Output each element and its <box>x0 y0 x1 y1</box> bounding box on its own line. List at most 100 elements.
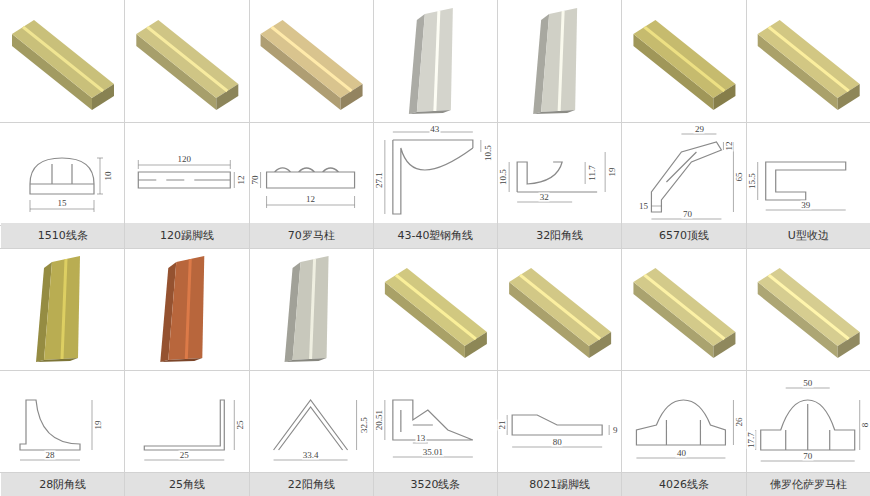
cross-section <box>144 400 234 460</box>
photo-ridge <box>769 27 849 91</box>
photo-face <box>633 268 735 346</box>
photo-face <box>12 20 114 98</box>
photo-face <box>216 84 238 110</box>
product-photo <box>261 20 363 110</box>
photo-face <box>385 268 487 346</box>
photo-face <box>713 84 735 110</box>
photo-face <box>44 256 80 360</box>
product-photo <box>409 8 453 114</box>
photo-face <box>633 20 735 98</box>
dimension-number: 80 <box>552 438 563 447</box>
dimension-number: 70 <box>250 175 259 186</box>
product-caption: 佛罗伦萨罗马柱 <box>770 477 847 492</box>
cross-section <box>261 168 355 208</box>
dimension-number: 12 <box>305 195 316 204</box>
cross-section <box>20 400 92 460</box>
dimension-number: 12 <box>237 175 246 186</box>
photo-face <box>168 256 204 360</box>
dimension-number: 35.01 <box>422 448 444 457</box>
dimension-number: 19 <box>94 420 103 431</box>
product-photo <box>136 20 238 110</box>
photo-face <box>92 84 114 110</box>
profile-outline <box>138 172 230 188</box>
dimension-line <box>756 388 860 461</box>
grid-line <box>0 370 870 371</box>
caption-band: 32阳角线 <box>498 223 621 248</box>
photo-face <box>417 8 453 112</box>
photo-face <box>758 268 860 346</box>
dimension-line <box>274 400 357 460</box>
product-caption: 70罗马柱 <box>288 228 335 243</box>
photo-face <box>341 84 363 110</box>
dimension-line <box>385 132 481 214</box>
product-caption: 6570顶线 <box>659 228 709 243</box>
dimension-line <box>507 415 609 447</box>
product-caption: 25角线 <box>169 477 205 492</box>
caption-band: 25角线 <box>125 473 248 496</box>
photo-ridge <box>520 275 600 339</box>
dimension-line <box>20 400 92 460</box>
caption-band: 8021踢脚线 <box>498 473 621 496</box>
cross-section <box>756 388 860 461</box>
photo-face <box>758 20 860 98</box>
photo-face <box>293 256 329 360</box>
dimension-number: 10.5 <box>499 168 508 186</box>
profile-outline <box>144 400 224 450</box>
photo-ridge <box>311 259 315 359</box>
dimension-number: 20.51 <box>374 409 383 431</box>
photo-face <box>509 268 611 346</box>
dimension-number: 32 <box>539 193 550 202</box>
dimension-number: 29 <box>694 125 705 134</box>
photo-face <box>285 358 327 362</box>
product-photo <box>509 268 611 358</box>
dimension-number: 11.7 <box>588 164 597 181</box>
cross-section <box>507 415 609 447</box>
dimension-line <box>138 160 234 188</box>
photo-face <box>589 332 611 358</box>
photo-ridge <box>147 27 227 91</box>
dimension-number: 50 <box>802 379 813 388</box>
dimension-number: 32.5 <box>359 416 368 434</box>
dimension-number: 15 <box>57 199 68 208</box>
photo-ridge <box>23 27 103 91</box>
dimension-number: 8 <box>860 422 869 429</box>
photo-face <box>838 332 860 358</box>
profile-outline <box>30 158 94 194</box>
caption-band: 6570顶线 <box>622 223 745 248</box>
dimension-line <box>144 400 234 460</box>
profile-outline <box>636 400 725 445</box>
photo-face <box>136 20 238 98</box>
product-caption: 43-40塑钢角线 <box>398 228 474 243</box>
cross-section <box>651 134 733 219</box>
profile-outline <box>651 142 721 212</box>
photo-ridge <box>186 259 190 359</box>
product-caption: 120踢脚线 <box>160 228 214 243</box>
profile-outline <box>393 400 473 440</box>
grid-line <box>249 0 250 496</box>
photo-ridge <box>559 11 563 111</box>
product-photo <box>758 268 860 358</box>
caption-band: U型收边 <box>747 223 870 248</box>
product-caption: U型收边 <box>788 228 829 243</box>
caption-band: 佛罗伦萨罗马柱 <box>747 473 870 496</box>
dimension-number: 70 <box>682 210 693 219</box>
product-caption: 22阳角线 <box>288 477 335 492</box>
dimension-number: 15 <box>638 202 649 211</box>
product-caption: 32阳角线 <box>536 228 583 243</box>
dimension-number: 27.1 <box>374 171 383 189</box>
caption-band: 1510线条 <box>1 223 124 248</box>
cross-section <box>274 400 357 460</box>
dimension-line <box>509 152 605 202</box>
product-caption: 28阴角线 <box>39 477 86 492</box>
product-caption: 1510线条 <box>38 228 88 243</box>
dimension-number: 10 <box>104 171 113 182</box>
caption-band: 70罗马柱 <box>250 223 373 248</box>
caption-band: 28阴角线 <box>1 473 124 496</box>
product-photo <box>758 20 860 110</box>
dimension-number: 43 <box>429 125 440 134</box>
photo-ridge <box>644 27 724 91</box>
cross-section <box>758 162 846 210</box>
photo-ridge <box>396 275 476 339</box>
